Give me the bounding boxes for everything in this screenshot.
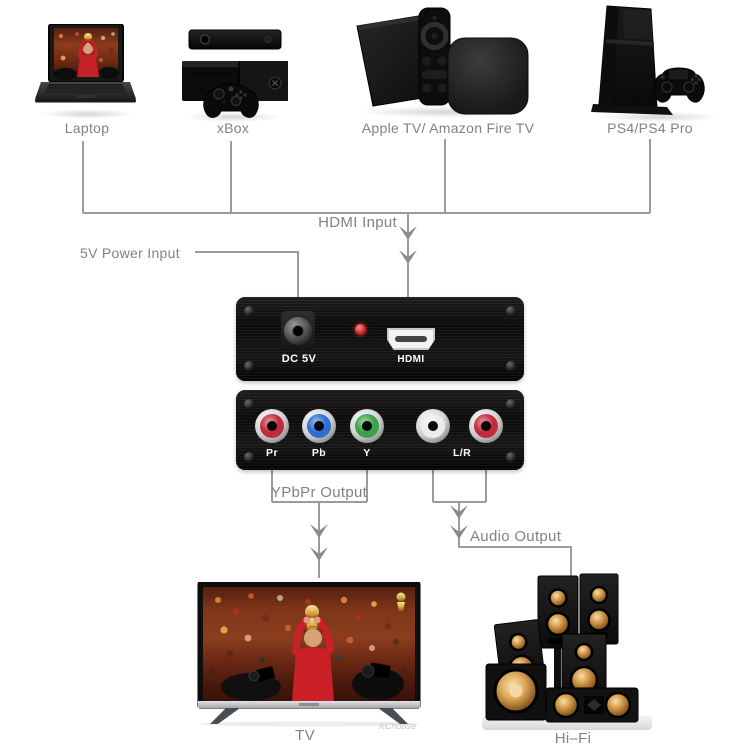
label-tv: TV [295,727,315,744]
audio-arrow-icon [450,505,468,519]
hdmi-arrow-icon [399,250,417,264]
label-ypbpr-output: YPbPr Output [270,484,368,501]
rca-jack-audio-right [469,409,503,443]
hdmi-port [387,328,435,350]
power-led [355,324,366,335]
rca-jack-pr [255,409,289,443]
label-pb: Pb [311,447,327,459]
screw-icon [506,361,516,371]
ypbpr-arrow-icon [310,524,328,538]
label-hifi: Hi–Fi [554,730,592,747]
label-hdmi-input: HDMI Input [318,214,397,231]
tv-screen-player [292,605,334,701]
screw-icon [244,452,254,462]
label-y: Y [363,447,371,459]
hifi-image [480,570,655,737]
screw-icon [244,361,254,371]
apple-tv-box [447,37,529,115]
audio-arrow-icon [450,525,468,539]
remote [418,7,451,106]
front-right-speaker [561,633,607,705]
xbox-controller [203,83,259,118]
kinect-bar [188,29,282,50]
screw-icon [506,306,516,316]
label-laptop: Laptop [64,120,110,136]
rear-left-speaker [537,575,579,714]
ps4-stand [591,104,673,115]
xbox-image [177,24,292,127]
label-dc5v: DC 5V [281,353,317,365]
label-pr: Pr [266,447,278,459]
label-xbox: xBox [216,120,250,136]
source-drop-lines [82,139,651,213]
label-apple-tv: Apple TV/ Amazon Fire TV [361,120,535,136]
label-audio-output: Audio Output [470,528,562,545]
laptop-image [33,23,137,121]
label-hdmi-port: HDMI [397,354,425,365]
screw-icon [244,399,254,409]
hdmi-arrow-icon [399,226,417,240]
tv-screen-trophy-emblem [396,592,406,611]
laptop-shadow [40,109,135,119]
tv-leg-right [378,708,408,724]
tv-leg-left [210,708,240,724]
tv-screen-crowd [208,593,407,676]
laptop-screen-player [53,33,119,80]
xbox-shadow [183,112,283,122]
label-lr: L/R [452,447,472,459]
apple-tv-fire-tv-image [351,6,531,121]
ps4-controller [653,67,705,103]
watermark-text: KChoose [378,721,417,731]
label-power-input: 5V Power Input [80,245,180,261]
rca-jack-pb [302,409,336,443]
subwoofer [485,663,547,721]
label-ps4: PS4/PS4 Pro [607,120,693,136]
laptop-touchpad [76,94,95,98]
ypbpr-arrow-icon [310,547,328,561]
center-channel-speaker [545,687,639,723]
ps4-image [591,2,726,125]
screw-icon [506,452,516,462]
tv-screen-photographers [221,662,404,701]
laptop-keyboard [45,84,126,93]
converter-bottom-panel: Pr Pb Y L/R [236,390,524,470]
ps4-shadow [598,112,723,122]
rca-jack-audio-left [416,409,450,443]
rca-jack-y [350,409,384,443]
converter-top-panel: DC 5V HDMI [236,297,524,381]
kinect-camera [199,34,211,45]
screw-icon [244,306,254,316]
dc-power-jack [281,311,315,351]
screw-icon [506,399,516,409]
tv-image [196,581,422,732]
